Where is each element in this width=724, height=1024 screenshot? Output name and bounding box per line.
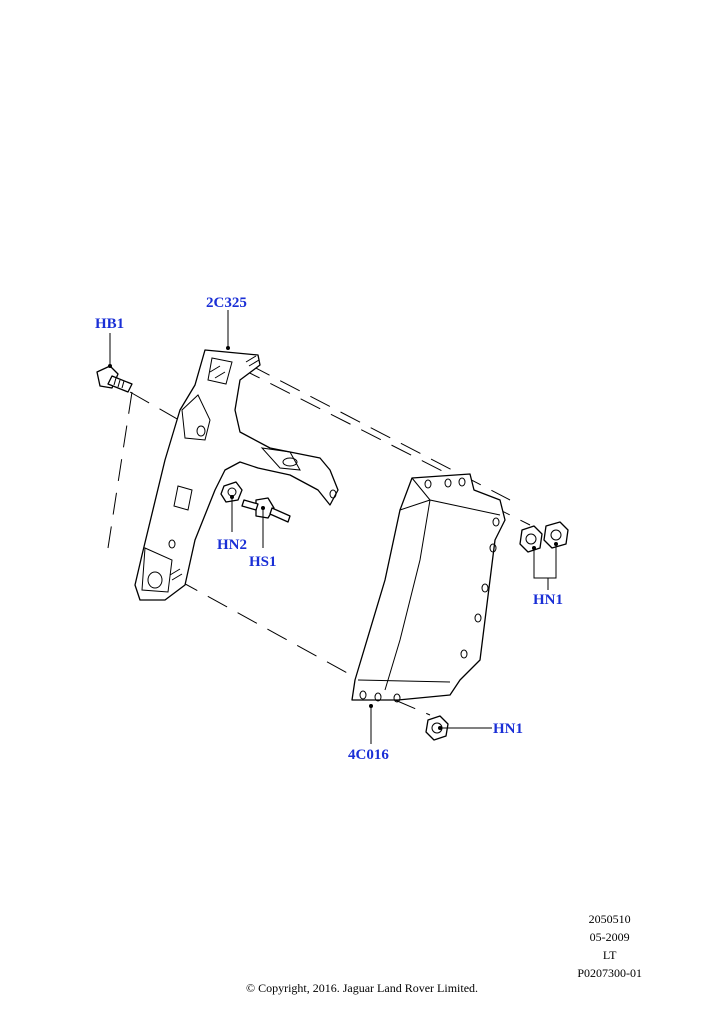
bolt-hb1	[96, 365, 133, 393]
drawing-date: 05-2009	[589, 930, 630, 944]
callout-hs1[interactable]: HS1	[249, 554, 277, 570]
callout-hb1[interactable]: HB1	[95, 316, 124, 332]
callout-hn2[interactable]: HN2	[217, 537, 247, 553]
drawing-region: LT	[602, 948, 617, 962]
drawing-metadata: 2050510 05-2009 LT P0207300-01	[577, 910, 642, 982]
callout-module[interactable]: 4C016	[348, 747, 389, 763]
callout-hn1-single[interactable]: HN1	[493, 721, 523, 737]
stud-hs1	[241, 497, 291, 523]
drawing-code: 2050510	[588, 912, 631, 926]
mounting-bracket	[134, 349, 339, 601]
control-module	[351, 473, 506, 703]
leader-lines	[108, 310, 558, 744]
callout-hn1-pair[interactable]: HN1	[533, 592, 563, 608]
copyright-notice: © Copyright, 2016. Jaguar Land Rover Lim…	[245, 981, 479, 995]
callout-bracket[interactable]: 2C325	[206, 295, 247, 311]
drawing-ref: P0207300-01	[577, 966, 642, 980]
nuts-hn1-pair	[519, 521, 569, 553]
